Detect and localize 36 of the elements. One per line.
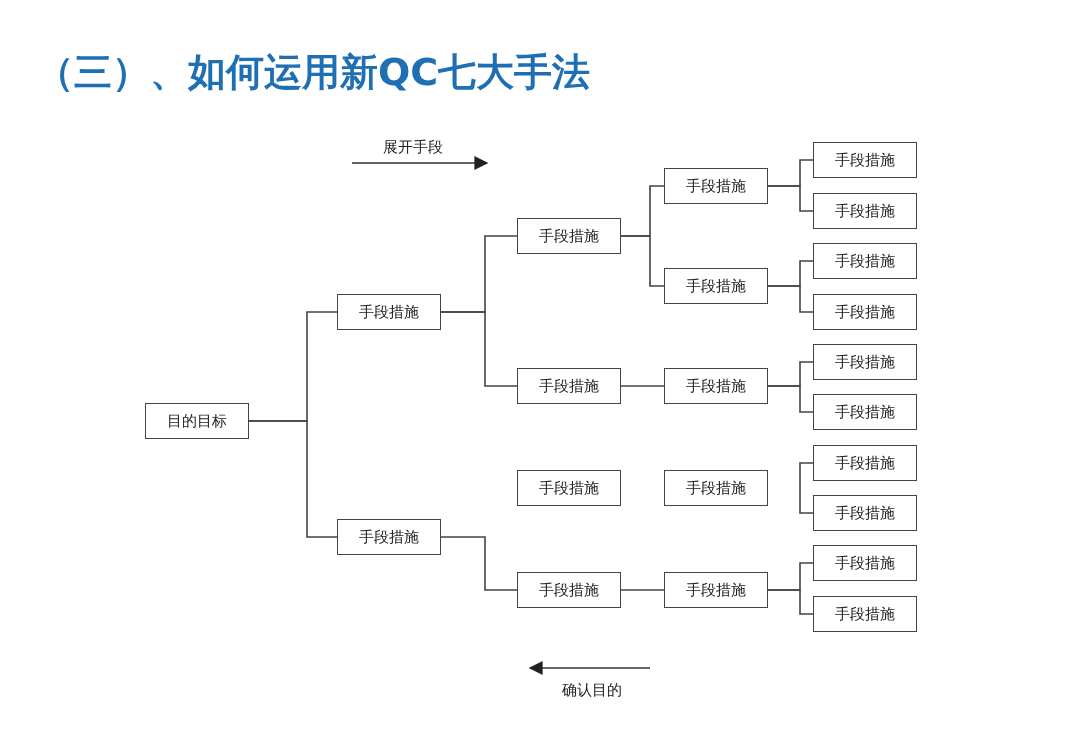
direction-label: 展开手段 — [383, 138, 443, 157]
measure-box: 手段措施 — [517, 368, 621, 404]
connector-line — [767, 185, 814, 212]
measure-box: 手段措施 — [337, 519, 441, 555]
connector-line — [767, 385, 814, 413]
connector-line — [620, 235, 665, 287]
measure-box: 手段措施 — [664, 572, 768, 608]
measure-box: 手段措施 — [813, 344, 917, 380]
measure-box: 目的目标 — [145, 403, 249, 439]
connector-line — [440, 536, 518, 591]
measure-box: 手段措施 — [813, 142, 917, 178]
connector-line — [620, 589, 665, 591]
slide-title: （三）、如何运用新QC七大手法 — [36, 52, 591, 94]
measure-box: 手段措施 — [813, 243, 917, 279]
measure-box: 手段措施 — [517, 572, 621, 608]
measure-box: 手段措施 — [813, 294, 917, 330]
connector-line — [620, 385, 665, 387]
connector-line — [440, 311, 518, 387]
measure-box: 手段措施 — [517, 218, 621, 254]
measure-box: 手段措施 — [664, 168, 768, 204]
direction-label: 确认目的 — [562, 681, 622, 700]
measure-box: 手段措施 — [813, 545, 917, 581]
measure-box: 手段措施 — [664, 470, 768, 506]
measure-box: 手段措施 — [813, 596, 917, 632]
measure-box: 手段措施 — [517, 470, 621, 506]
connector-line — [248, 420, 338, 538]
measure-box: 手段措施 — [337, 294, 441, 330]
measure-box: 手段措施 — [813, 193, 917, 229]
measure-box: 手段措施 — [813, 495, 917, 531]
measure-box: 手段措施 — [664, 268, 768, 304]
connector-line — [767, 285, 814, 313]
connector-line — [767, 589, 814, 615]
connector-line — [799, 462, 814, 514]
measure-box: 手段措施 — [813, 394, 917, 430]
measure-box: 手段措施 — [813, 445, 917, 481]
measure-box: 手段措施 — [664, 368, 768, 404]
